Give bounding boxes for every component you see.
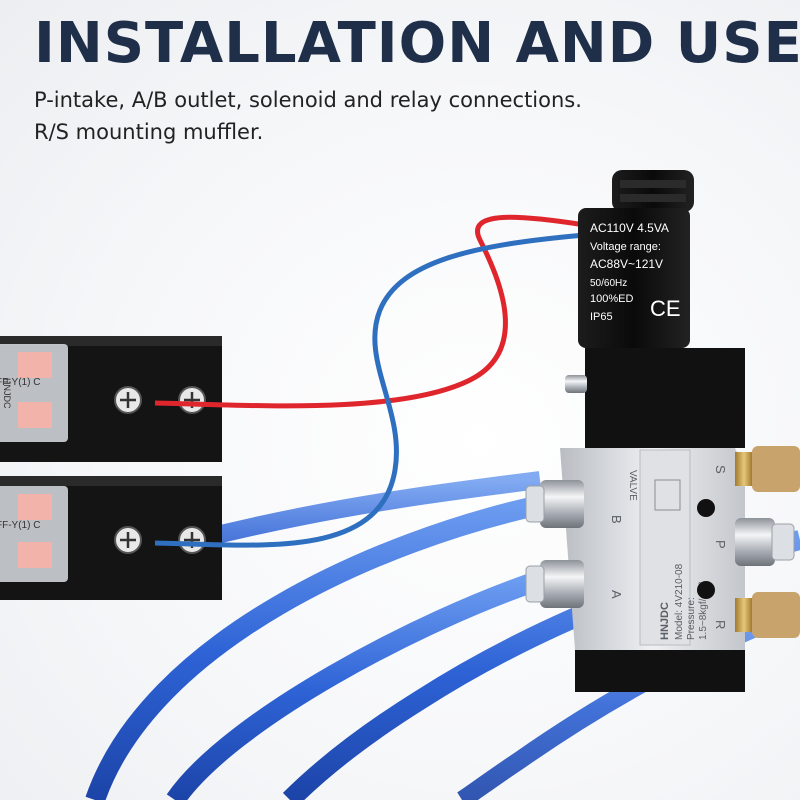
coil-connector — [612, 170, 694, 212]
subtitle-line-1: P-intake, A/B outlet, solenoid and relay… — [34, 88, 582, 112]
valve-model: Model: 4V210-08 — [674, 563, 685, 640]
coil-frequency: 50/60Hz — [590, 278, 627, 289]
coil-body — [578, 208, 690, 348]
muffler-r — [752, 592, 800, 638]
valve-pilot-block — [585, 348, 745, 448]
fitting-a — [540, 560, 584, 608]
port-label-s: S — [713, 465, 728, 474]
valve-end-cap — [575, 650, 745, 692]
muffler-s — [752, 446, 800, 492]
valve-symbol — [654, 479, 681, 511]
valve-pressure-label: Pressure: — [686, 597, 697, 640]
fitting-p — [735, 518, 775, 566]
red-wire — [154, 214, 586, 409]
port-label-a: A — [609, 590, 624, 599]
muffler-s-nut — [735, 452, 753, 486]
manual-override — [565, 375, 587, 393]
relay-module-bottom: FF-Y(1) C — [0, 476, 222, 600]
mufflers — [735, 446, 800, 638]
mounting-hole-1 — [697, 499, 715, 517]
relay-code: FF-Y(1) C — [0, 377, 40, 388]
tube-a-outlet — [166, 570, 544, 800]
port-label-b: B — [609, 515, 624, 524]
coil-rating: AC110V 4.5VA — [590, 221, 669, 235]
muffler-r-nut — [735, 598, 753, 632]
port-label-p: P — [713, 540, 728, 549]
relay-code: FF-Y(1) C — [0, 520, 40, 531]
valve-brand: HNJDC — [659, 602, 671, 640]
blue-wire — [154, 232, 586, 548]
valve-body: HNJDC Model: 4V210-08 Pressure: 1.5~8kgf… — [560, 348, 745, 692]
fitting-b — [540, 480, 584, 528]
valve-label-plate — [639, 449, 691, 646]
page-subtitle: P-intake, A/B outlet, solenoid and relay… — [34, 84, 582, 148]
port-label-r: R — [713, 620, 728, 629]
tube-b-outlet — [85, 495, 543, 800]
subtitle-line-2: R/S mounting muffler. — [34, 120, 264, 144]
push-fittings — [525, 480, 795, 608]
coil-duty: 100%ED — [590, 293, 633, 305]
valve-tag: VALVE — [627, 470, 638, 501]
coil-ip-rating: IP65 — [590, 311, 613, 323]
page-title: INSTALLATION AND USE — [34, 11, 800, 76]
coil-voltage-label: Voltage range: — [590, 241, 661, 253]
coil-voltage-range: AC88V~121V — [590, 257, 663, 271]
solenoid-wires — [154, 214, 586, 548]
relay-brand: HNJDC — [2, 378, 12, 409]
mounting-hole-2 — [697, 581, 715, 599]
relay-module-top: HNJDC FF-Y(1) C — [0, 336, 222, 462]
valve-pressure-value: 1.5~8kgf/cm² — [698, 581, 709, 640]
solenoid-coil: AC110V 4.5VA Voltage range: AC88V~121V 5… — [578, 170, 694, 348]
ce-mark: CE — [650, 296, 681, 321]
